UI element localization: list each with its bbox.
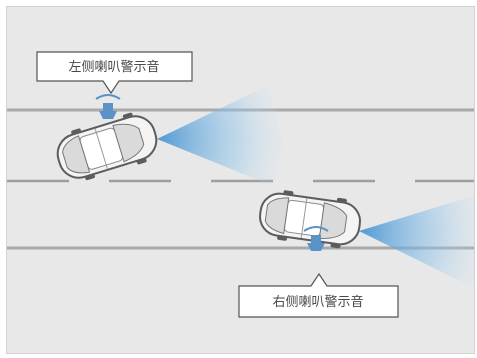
speaker-icon bbox=[95, 94, 121, 119]
sensor-beam-icon bbox=[157, 85, 295, 195]
car-top-view-icon bbox=[56, 112, 158, 181]
left-warning-callout: 左侧喇叭警示音 bbox=[36, 51, 193, 95]
left-warning-label: 左侧喇叭警示音 bbox=[68, 59, 159, 75]
car-top-view-icon bbox=[259, 190, 361, 249]
sensor-beam-icon bbox=[359, 195, 474, 289]
right-warning-label: 右侧喇叭警示音 bbox=[272, 294, 363, 310]
right-warning-callout: 右侧喇叭警示音 bbox=[238, 272, 399, 318]
diagram-scene: 左侧喇叭警示音 右侧喇叭警示音 bbox=[7, 51, 474, 318]
diagram-frame: 左侧喇叭警示音 右侧喇叭警示音 bbox=[6, 6, 475, 354]
speaker-icon bbox=[303, 226, 329, 251]
